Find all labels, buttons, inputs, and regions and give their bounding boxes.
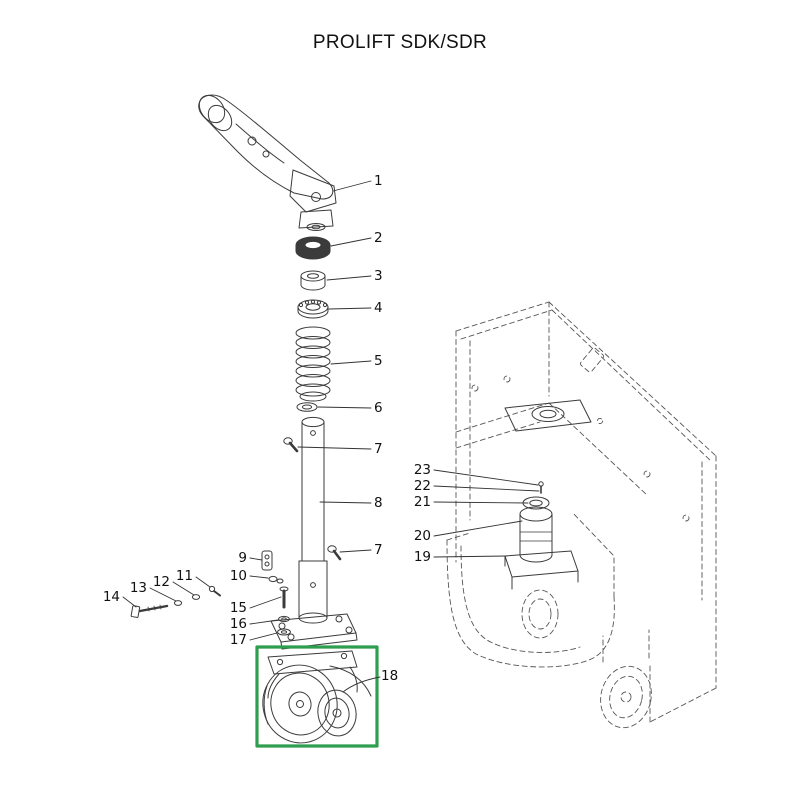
callout-14: 14 [103,589,120,605]
washer-13-drawing [173,600,183,606]
pin-drawing [268,575,284,584]
screw-lower-drawing [327,545,342,561]
leader-lines [122,180,540,693]
bolt-drawing [130,604,169,618]
callout-11: 11 [176,568,193,584]
small-screw-drawing [208,585,221,597]
callout-20: 20 [414,528,431,544]
callout-7-lower: 7 [374,542,383,558]
callout-13: 13 [130,580,147,596]
page-title: PROLIFT SDK/SDR [312,32,488,53]
drive-wheel-drawing [262,650,372,744]
callout-7-upper: 7 [374,441,383,457]
steering-shaft-drawing [298,416,328,624]
screw-upper-drawing [283,437,299,453]
callout-3: 3 [374,268,383,284]
callout-labels: 1 2 3 4 5 6 7 8 7 9 10 11 12 13 14 15 16… [103,173,431,684]
clip-drawing [261,550,273,571]
callout-21: 21 [414,494,431,510]
callout-15: 15 [230,600,247,616]
callout-12: 12 [153,574,170,590]
callout-4: 4 [374,300,383,316]
callout-6: 6 [374,400,383,416]
washer-12-drawing [191,594,201,600]
spring-drawing [295,326,331,402]
washer-17-drawing [277,628,291,636]
steer-unit-drawing [504,399,592,590]
mount-plate-drawing [270,613,358,650]
chassis-outline-drawing [446,301,717,729]
washer-6-drawing [296,402,318,412]
callout-8: 8 [374,495,383,511]
callout-1: 1 [374,173,383,189]
ball-bearing-drawing [297,299,329,319]
callout-18: 18 [381,668,398,684]
callout-10: 10 [230,568,247,584]
callout-2: 2 [374,230,383,246]
callout-19: 19 [414,549,431,565]
callout-5: 5 [374,353,383,369]
callout-22: 22 [414,478,431,494]
stud-drawing [279,586,289,609]
tiller-head-drawing [198,94,337,231]
callout-16: 16 [230,616,247,632]
callout-23: 23 [414,462,431,478]
spacer-cylinder-drawing [300,270,326,291]
callout-9: 9 [238,550,247,566]
knurled-ring-drawing [295,236,331,260]
callout-17: 17 [230,632,247,648]
highlight-box [255,645,379,748]
